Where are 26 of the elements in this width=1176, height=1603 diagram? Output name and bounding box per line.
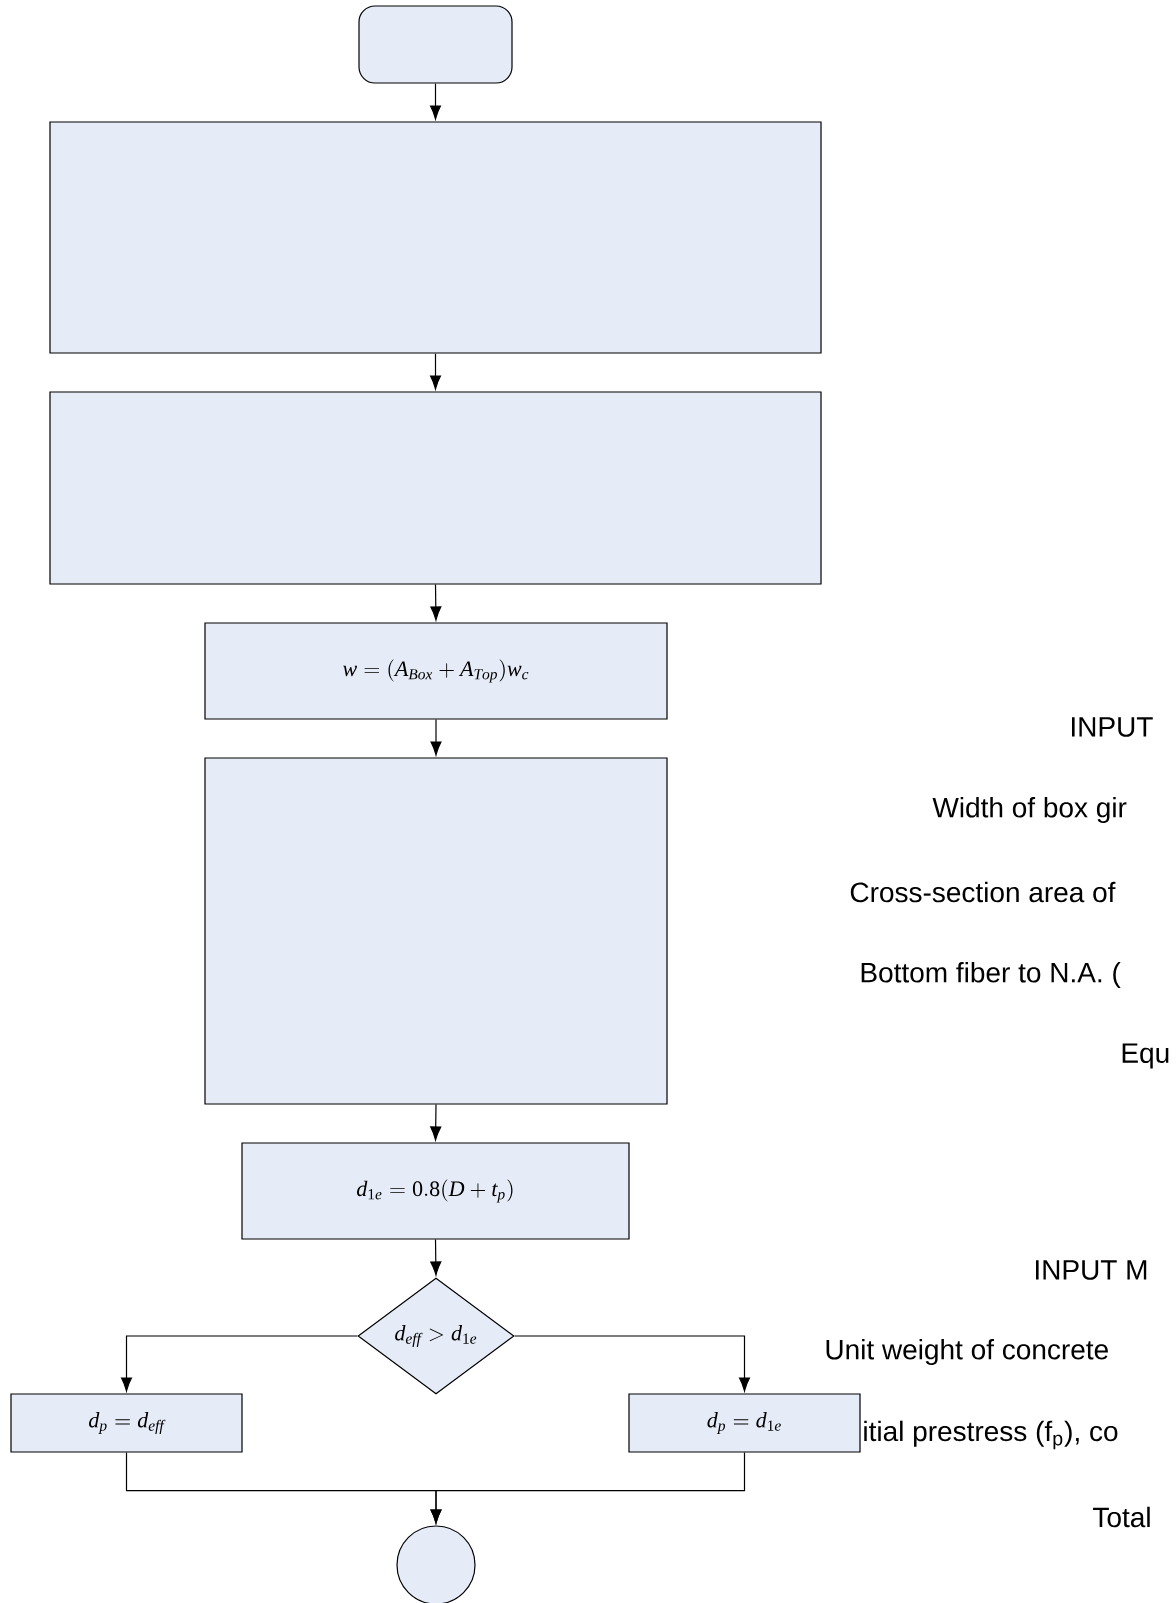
- arrow: [430, 584, 442, 621]
- input-text: Bottom fiber to N.A. (: [861, 961, 1121, 989]
- input-text: INPUT: [1072, 717, 1153, 737]
- process-box: [204, 757, 668, 1105]
- start-box: [358, 5, 513, 84]
- arrow: [430, 1452, 746, 1524]
- arrow: [120, 1335, 358, 1392]
- end-circle: [396, 1525, 476, 1603]
- input-text: Unit weight of concrete: [826, 1338, 1108, 1366]
- input-text: Cross-section area of: [850, 881, 1116, 903]
- process-box: $d_p=d_{eff}$: [10, 1393, 243, 1453]
- arrow: [429, 83, 442, 120]
- process-box: $d_p=d_{1e}$: [628, 1393, 861, 1453]
- arrow: [429, 353, 442, 390]
- arrow: [430, 719, 442, 756]
- process-box: $w=(A_{Box}+A_{Top})w_c$: [204, 622, 668, 720]
- input-text: Equ: [1122, 1043, 1169, 1069]
- process-box: $d_{1e}=0.8(D+t_p)$: [241, 1142, 630, 1240]
- process-box: [49, 391, 822, 585]
- process-box: [49, 121, 822, 354]
- arrow: [430, 1104, 442, 1141]
- input-text: Width of box gir: [932, 796, 1127, 824]
- input-text: INPUT M: [1036, 1260, 1147, 1280]
- input-text: Total: [1093, 1506, 1150, 1528]
- arrow: [430, 1239, 442, 1276]
- arrow: [514, 1335, 751, 1392]
